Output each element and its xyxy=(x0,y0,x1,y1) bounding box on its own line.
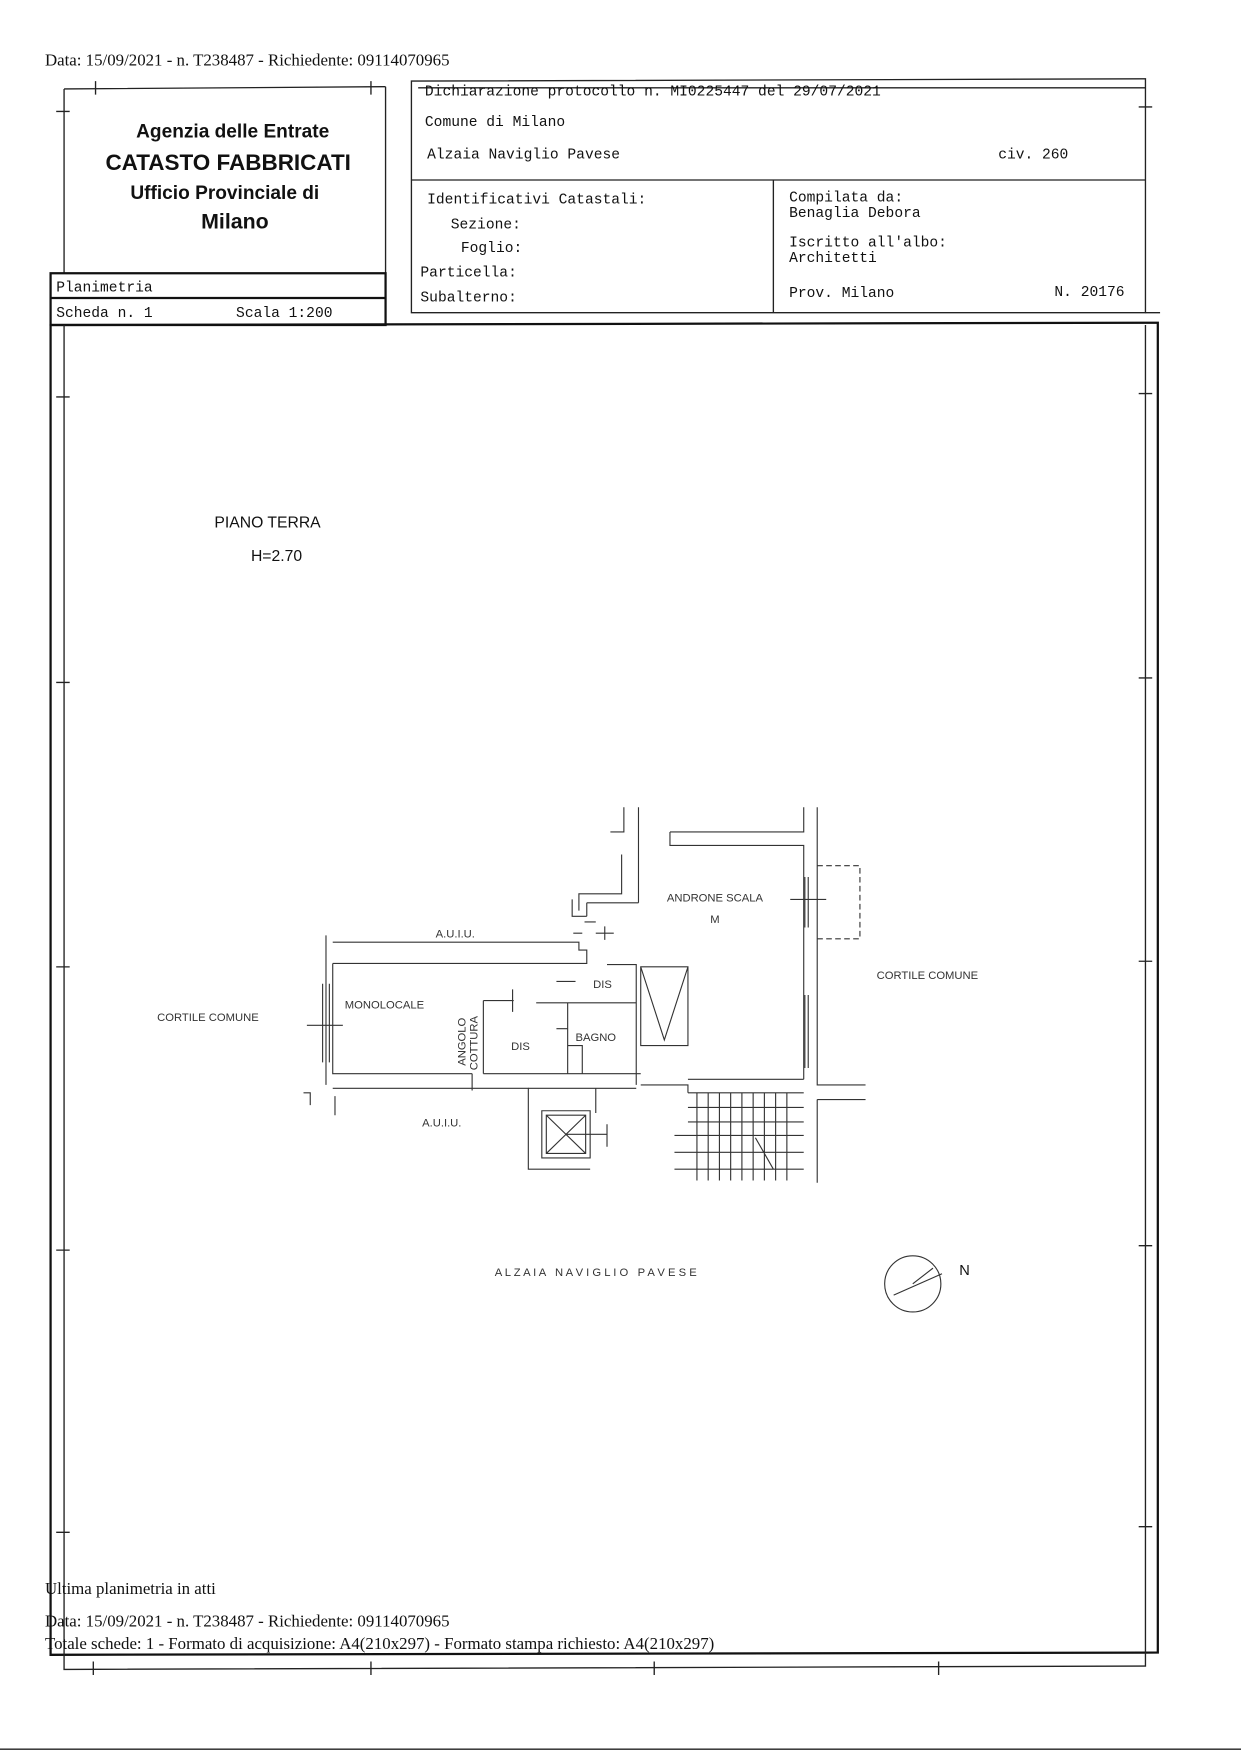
svg-text:Prov. Milano: Prov. Milano xyxy=(789,286,894,302)
footer-last-plan: Ultima planimetria in atti xyxy=(45,1579,216,1598)
svg-text:N. 20176: N. 20176 xyxy=(1054,285,1124,301)
svg-text:Milano: Milano xyxy=(201,209,269,233)
identifiers-block: Identificativi Catastali: Sezione: Fogli… xyxy=(420,193,646,307)
frame-lines xyxy=(49,78,1161,1676)
svg-text:Dichiarazione protocollo n. MI: Dichiarazione protocollo n. MI0225447 de… xyxy=(425,85,881,101)
north-arrow-icon: N xyxy=(884,1255,970,1313)
svg-text:M: M xyxy=(710,914,719,926)
svg-text:CATASTO FABBRICATI: CATASTO FABBRICATI xyxy=(105,150,350,175)
agency-block: Agenzia delle Entrate CATASTO FABBRICATI… xyxy=(105,121,350,233)
svg-text:Compilata da:: Compilata da: xyxy=(789,190,903,206)
svg-text:A.U.I.U.: A.U.I.U. xyxy=(422,1117,461,1129)
header-request-line: Data: 15/09/2021 - n. T238487 - Richiede… xyxy=(45,50,450,69)
svg-text:N: N xyxy=(959,1263,970,1279)
svg-text:Comune di Milano: Comune di Milano xyxy=(425,115,565,131)
compiler-block: Compilata da: Benaglia Debora Iscritto a… xyxy=(789,190,1124,302)
svg-text:A.U.I.U.: A.U.I.U. xyxy=(436,929,475,941)
svg-text:COTTURA: COTTURA xyxy=(469,1015,481,1070)
svg-text:Benaglia Debora: Benaglia Debora xyxy=(789,206,921,222)
svg-text:MONOLOCALE: MONOLOCALE xyxy=(345,999,425,1011)
height-label: H=2.70 xyxy=(251,548,302,565)
footer-request-line: Data: 15/09/2021 - n. T238487 - Richiede… xyxy=(45,1612,450,1631)
svg-text:CORTILE COMUNE: CORTILE COMUNE xyxy=(877,970,979,982)
svg-text:Iscritto all'albo:: Iscritto all'albo: xyxy=(789,235,947,251)
svg-text:DIS: DIS xyxy=(511,1041,530,1053)
floor-label: PIANO TERRA xyxy=(214,514,321,531)
svg-text:Subalterno:: Subalterno: xyxy=(420,290,516,306)
svg-text:civ. 260: civ. 260 xyxy=(998,148,1068,164)
sheet-type: Planimetria xyxy=(56,280,153,296)
declaration-block: Dichiarazione protocollo n. MI0225447 de… xyxy=(425,85,1068,164)
svg-text:Architetti: Architetti xyxy=(789,251,877,267)
floor-plan: A.U.I.U. A.U.I.U. CORTILE COMUNE CORTILE… xyxy=(157,807,979,1183)
svg-text:Particella:: Particella: xyxy=(420,266,516,282)
sheet-scale: Scala 1:200 xyxy=(236,306,332,322)
svg-text:CORTILE COMUNE: CORTILE COMUNE xyxy=(157,1012,259,1024)
svg-text:Foglio:: Foglio: xyxy=(461,241,522,257)
svg-text:Agenzia delle Entrate: Agenzia delle Entrate xyxy=(136,121,329,142)
street-label: A L Z A I A N A V I G L I O P A V E S E xyxy=(495,1267,697,1279)
svg-text:Identificativi Catastali:: Identificativi Catastali: xyxy=(427,193,646,209)
sheet-number: Scheda n. 1 xyxy=(56,306,153,322)
svg-text:Alzaia Naviglio Pavese: Alzaia Naviglio Pavese xyxy=(427,148,620,164)
svg-text:Sezione:: Sezione: xyxy=(451,217,521,233)
svg-text:ANDRONE SCALA: ANDRONE SCALA xyxy=(667,893,764,905)
svg-text:BAGNO: BAGNO xyxy=(575,1032,616,1044)
svg-text:ANGOLO: ANGOLO xyxy=(456,1017,468,1065)
footer-format-line: Totale schede: 1 - Formato di acquisizio… xyxy=(45,1634,714,1653)
svg-text:Ufficio Provinciale di: Ufficio Provinciale di xyxy=(130,183,319,204)
svg-text:DIS: DIS xyxy=(593,979,612,991)
